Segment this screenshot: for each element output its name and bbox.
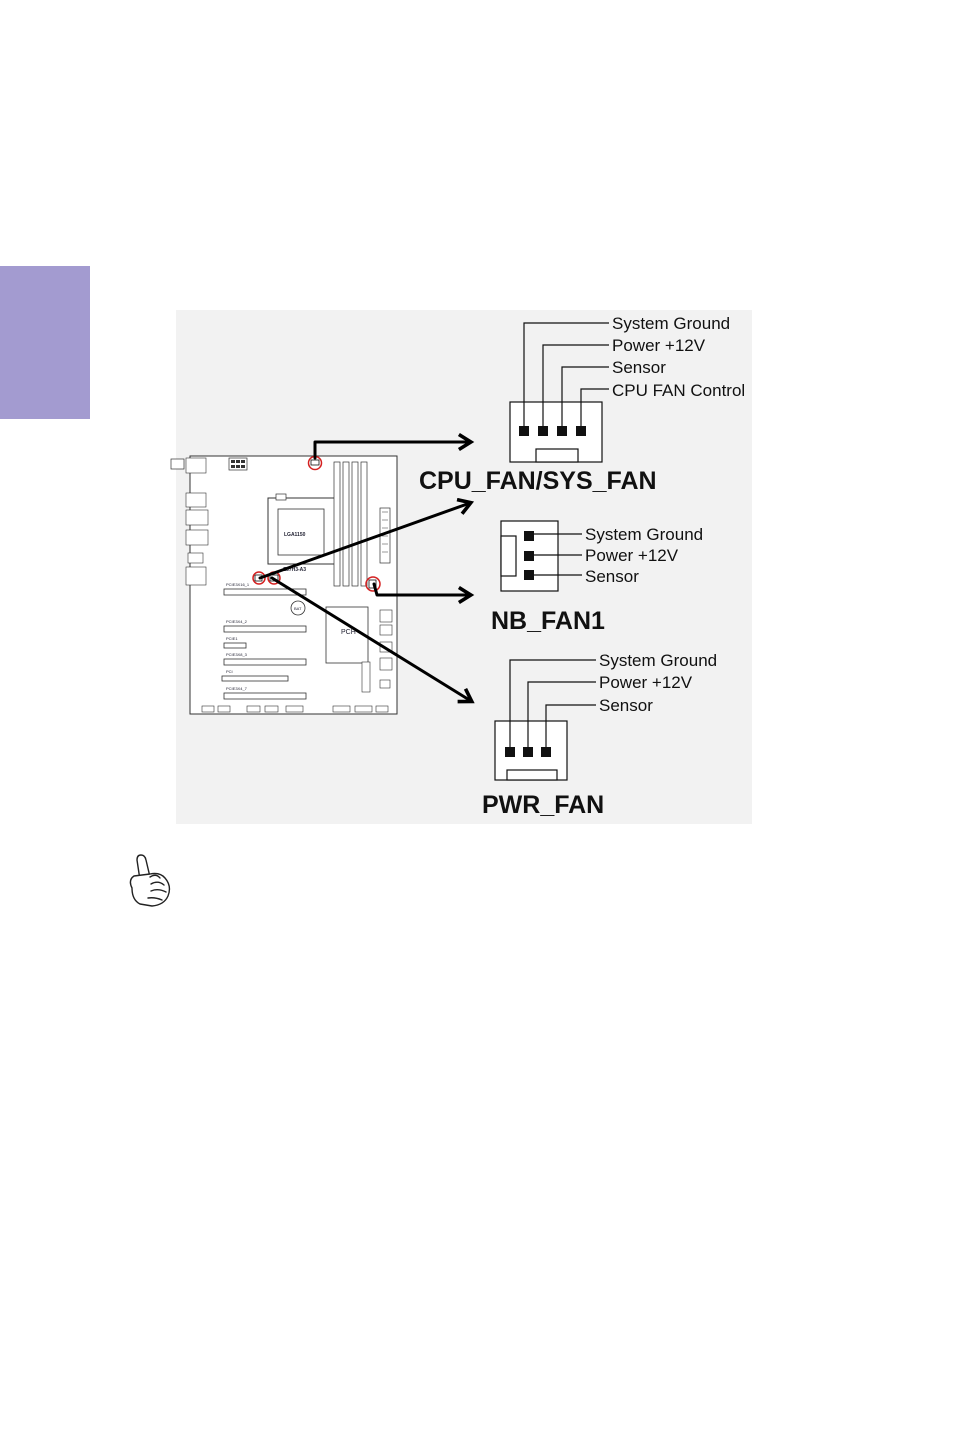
nb-fan1-title: NB_FAN1 (491, 607, 605, 635)
pwr-fan-title: PWR_FAN (482, 791, 604, 819)
pwr-fan-pin-power: Power +12V (599, 673, 693, 692)
cpu-sys-fan-connector: System Ground Power +12V Sensor CPU FAN … (419, 314, 745, 495)
slot-label-4: PCIE3X8_3 (226, 652, 248, 657)
cpu-fan-pin-sensor: Sensor (612, 358, 666, 377)
cpu-fan-pin-ground: System Ground (612, 314, 730, 333)
battery-label: BAT (294, 606, 302, 611)
nb-fan-pin-ground: System Ground (585, 525, 703, 544)
slot-label-2: PCIE3X4_2 (226, 619, 248, 624)
slot-label-5: PCI (226, 669, 233, 674)
cpu-fan-pin-power: Power +12V (612, 336, 706, 355)
pointing-hand-icon (130, 855, 169, 906)
cpu-fan-pin-control: CPU FAN Control (612, 381, 745, 400)
slot-label-1: PCIE3X16_1 (226, 582, 250, 587)
pwr-fan-connector: System Ground Power +12V Sensor PWR_FAN (482, 651, 717, 819)
pwr-fan-pin-sensor: Sensor (599, 696, 653, 715)
slot-label-6: PCIE3X4_7 (226, 686, 248, 691)
cpu-socket-label: LGA1150 (284, 532, 306, 538)
pwr-fan-pin-ground: System Ground (599, 651, 717, 670)
nb-fan-pin-power: Power +12V (585, 546, 679, 565)
nb-fan-pin-sensor: Sensor (585, 567, 639, 586)
slot-label-3: PCIE1 (226, 636, 238, 641)
cpu-sys-fan-title: CPU_FAN/SYS_FAN (419, 467, 657, 495)
nb-fan1-connector: System Ground Power +12V Sensor NB_FAN1 (491, 521, 703, 635)
